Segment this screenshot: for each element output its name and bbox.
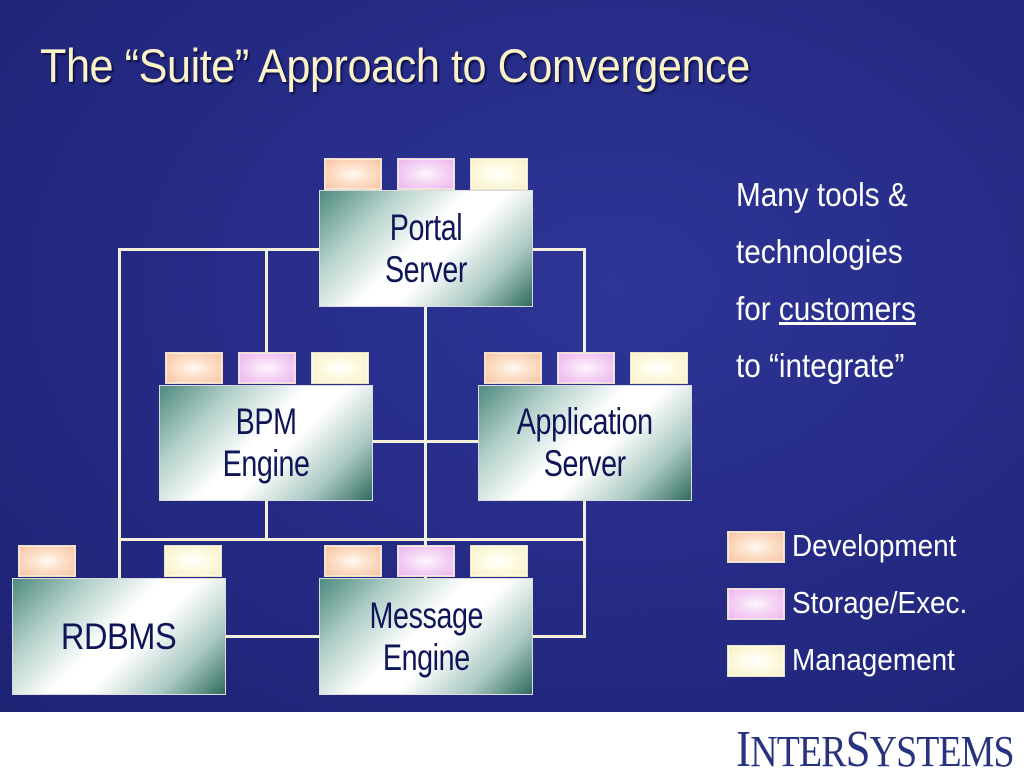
management-tab xyxy=(164,545,222,577)
connector-line xyxy=(583,500,586,638)
legend-label: Development xyxy=(792,528,957,563)
intersystems-logo: INTERSYSTEMS xyxy=(736,721,1014,778)
management-tab xyxy=(630,352,688,384)
storage-exec-tab xyxy=(397,545,455,577)
note-line: technologies xyxy=(736,233,903,270)
storage-exec-tab xyxy=(238,352,296,384)
connector-line xyxy=(118,538,586,541)
connector-line xyxy=(226,635,319,638)
callout-note: Many tools & technologies for customers … xyxy=(736,166,916,394)
development-tab xyxy=(18,545,76,577)
connector-line xyxy=(118,248,121,578)
management-tab xyxy=(311,352,369,384)
connector-line xyxy=(265,500,268,540)
management-tab xyxy=(470,158,528,190)
management-tab xyxy=(470,545,528,577)
note-line: to “integrate” xyxy=(736,347,905,384)
note-line: Many tools & xyxy=(736,176,908,213)
slide-background: The “Suite” Approach to Convergence Port… xyxy=(0,0,1024,712)
connector-line xyxy=(372,440,478,443)
legend-swatch xyxy=(727,588,785,620)
connector-line xyxy=(265,248,268,384)
rdbms-node: RDBMS xyxy=(12,578,226,695)
connector-line xyxy=(532,635,586,638)
storage-exec-tab xyxy=(557,352,615,384)
footer-bar xyxy=(0,712,1024,768)
development-tab xyxy=(484,352,542,384)
storage-exec-tab xyxy=(397,158,455,190)
legend-label: Storage/Exec. xyxy=(792,585,968,620)
legend-label: Management xyxy=(792,642,955,677)
development-tab xyxy=(324,545,382,577)
connector-line xyxy=(583,248,586,384)
development-tab xyxy=(165,352,223,384)
note-line: for customers xyxy=(736,290,916,327)
development-tab xyxy=(324,158,382,190)
slide-title: The “Suite” Approach to Convergence xyxy=(40,39,750,92)
legend-swatch xyxy=(727,645,785,677)
customers-underlined: customers xyxy=(778,290,916,327)
legend-swatch xyxy=(727,531,785,563)
